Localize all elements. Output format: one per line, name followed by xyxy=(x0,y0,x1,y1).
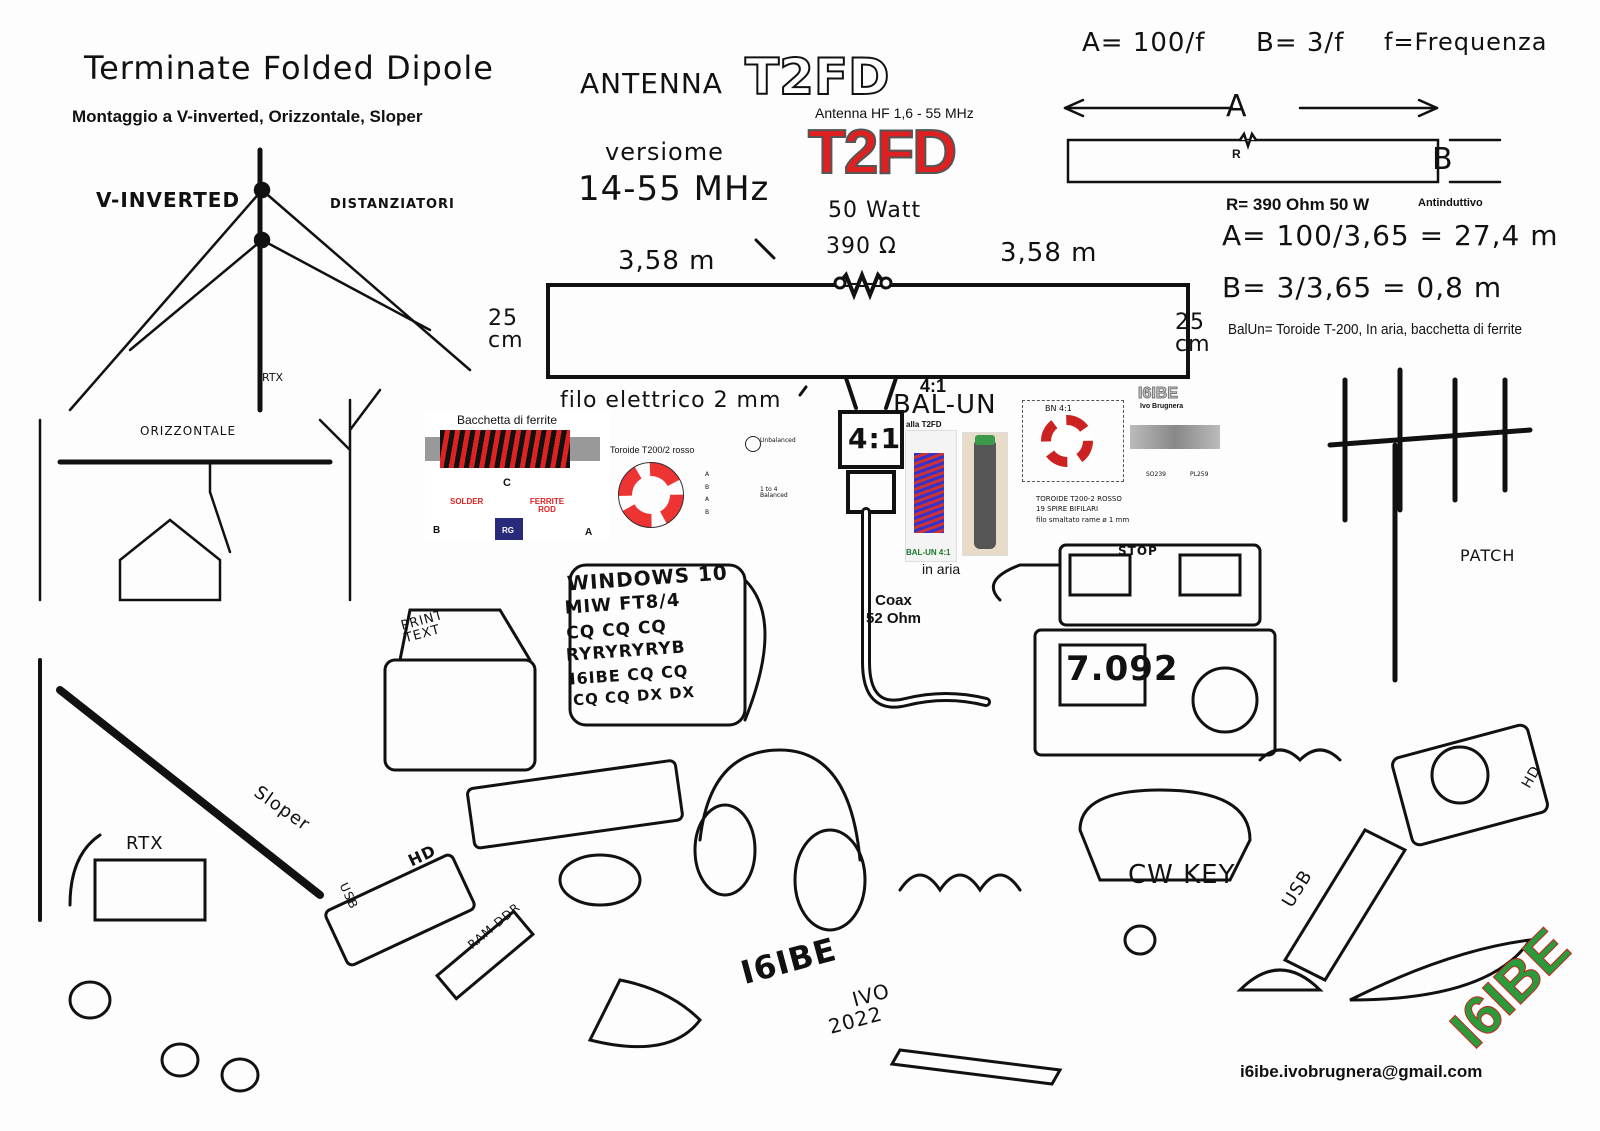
resistor-label: R xyxy=(1232,147,1241,161)
air-balun-caption: in aria xyxy=(922,561,961,577)
formula-b: B= 3/f xyxy=(1256,28,1345,58)
toroid-spec-3: filo smaltato rame ø 1 mm xyxy=(1036,516,1130,524)
t2fd-logo: T2FD xyxy=(807,118,958,187)
toroid-schematic: Toroide T200/2 rosso Unbalanced 1 to 4 B… xyxy=(610,430,800,530)
formula-a: A= 100/f xyxy=(1082,28,1206,58)
balanced-label: 1 to 4 Balanced xyxy=(760,486,788,499)
sloper-sketch xyxy=(38,658,324,922)
dimension-a-label: A xyxy=(1226,89,1248,124)
poster-subtitle: Montaggio a V-inverted, Orizzontale, Slo… xyxy=(72,107,423,126)
ferrite-rod-label: FERRITE ROD xyxy=(529,497,565,514)
so239-label: SO239 xyxy=(1146,471,1166,478)
poster-title: Terminate Folded Dipole xyxy=(84,49,494,87)
cw-key-label: CW KEY xyxy=(1128,860,1236,890)
right-length: 3,58 m xyxy=(1000,238,1098,268)
balun-coax-sketch xyxy=(838,376,991,709)
patch-label: PATCH xyxy=(1460,546,1516,565)
a-calculation: A= 100/3,65 = 27,4 m xyxy=(1222,219,1559,252)
point-b-label: B xyxy=(433,525,441,536)
pl259-label: PL259 xyxy=(1190,471,1209,478)
computer-sketch xyxy=(383,563,767,850)
dimension-drawing xyxy=(1063,98,1502,184)
air-balun-diagram: alla T2FD BAL-UN 4:1 xyxy=(905,421,957,562)
horizontal-label: ORIZZONTALE xyxy=(140,424,237,438)
air-balun-label: BAL-UN 4:1 xyxy=(906,548,951,557)
dimension-b-label: B xyxy=(1432,142,1454,177)
winding-a2: A xyxy=(705,496,710,503)
stop-label: STOP xyxy=(1118,544,1158,558)
antenna-label: ANTENNA xyxy=(580,67,723,100)
accessories-sketch xyxy=(68,723,1549,1093)
balun-title: BAL-UN xyxy=(893,390,997,420)
balun-box-ratio: 4:1 xyxy=(848,422,902,455)
winding-b1: B xyxy=(705,484,710,491)
brand-name: Ivo Brugnera xyxy=(1140,403,1184,410)
toroid-balun-drawing: BN 4:1 xyxy=(1022,400,1124,482)
resistance-value: 390 Ω xyxy=(826,234,897,259)
folded-dipole-drawing xyxy=(546,238,1190,397)
spacers-label: DISTANZIATORI xyxy=(330,197,455,212)
formula-f: f=Frequenza xyxy=(1384,28,1548,56)
left-width: 25 cm xyxy=(488,306,524,353)
ferrite-title: Bacchetta di ferrite xyxy=(457,413,558,427)
wire-spec: filo elettrico 2 mm xyxy=(560,388,782,413)
resistor-note: Antinduttivo xyxy=(1418,197,1483,209)
i6ibe-brand: I6IBE xyxy=(1137,385,1179,402)
point-a-label: A xyxy=(585,527,593,538)
antenna-name: T2FD xyxy=(744,48,891,106)
power-rating: 50 Watt xyxy=(828,198,922,223)
balun-note: BalUn= Toroide T-200, In aria, bacchetta… xyxy=(1228,321,1523,338)
frequency-range: 14-55 MHz xyxy=(578,169,770,209)
v-inverted-sketch xyxy=(68,147,472,413)
yagi-antenna-sketch xyxy=(1327,367,1533,683)
toroid-spec-2: 19 SPIRE BIFILARI xyxy=(1036,505,1099,513)
toroid-title: BN 4:1 xyxy=(1045,404,1072,413)
version-label: versiome xyxy=(605,138,724,166)
unbalanced-label: Unbalanced xyxy=(760,437,796,444)
contact-email[interactable]: i6ibe.ivobrugnera@gmail.com xyxy=(1240,1062,1483,1081)
winding-b2: B xyxy=(705,509,710,516)
sloper-rtx-label: RTX xyxy=(126,833,164,854)
toroid-spec-1: TOROIDE T200-2 ROSSO xyxy=(1036,495,1122,503)
rtx-top-label: RTX xyxy=(262,371,284,384)
resistor-spec: R= 390 Ohm 50 W xyxy=(1226,195,1370,214)
winding-a1: A xyxy=(705,471,710,478)
horizontal-sketch xyxy=(38,388,382,602)
coax-label: Coax 52 Ohm xyxy=(866,592,922,627)
b-calculation: B= 3/3,65 = 0,8 m xyxy=(1222,271,1503,304)
band-range: Antenna HF 1,6 - 55 MHz xyxy=(815,105,974,121)
toroid-schematic-title: Toroide T200/2 rosso xyxy=(610,445,695,455)
ferrite-balun-photo xyxy=(962,432,1008,556)
left-length: 3,58 m xyxy=(618,246,716,276)
connector-photo xyxy=(1130,425,1220,449)
v-inverted-label: V-INVERTED xyxy=(96,188,241,212)
ferrite-rod-diagram: Bacchetta di ferrite SOLDER FERRITE ROD … xyxy=(425,410,610,540)
rg-label: RG xyxy=(502,526,514,535)
air-balun-top-label: alla T2FD xyxy=(906,420,942,429)
right-width: 25 cm xyxy=(1175,310,1211,357)
radio-frequency-display: 7.092 xyxy=(1066,649,1179,689)
solder-label: SOLDER xyxy=(450,497,484,506)
radio-sketch xyxy=(991,543,1277,757)
balun-ratio-title: 4:1 xyxy=(920,376,947,396)
point-c-label: C xyxy=(503,477,511,489)
